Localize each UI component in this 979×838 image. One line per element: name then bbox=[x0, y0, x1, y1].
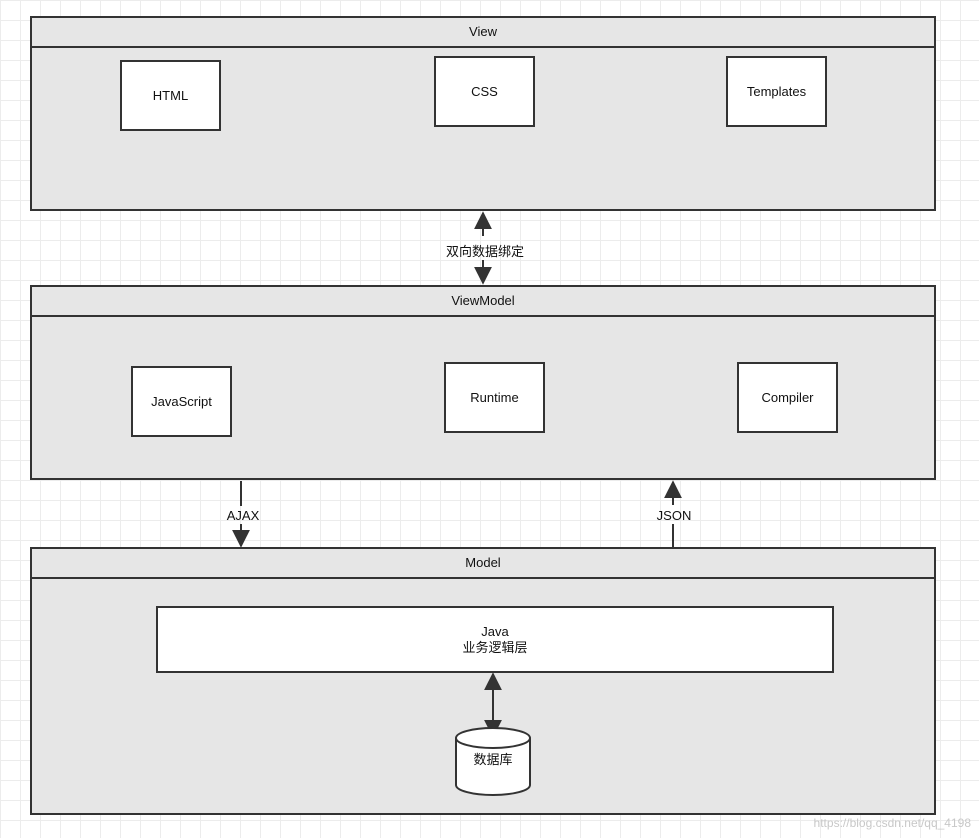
runtime-box: Runtime bbox=[444, 362, 545, 433]
model-layer: Model Java 业务逻辑层 bbox=[30, 547, 936, 815]
watermark: https://blog.csdn.net/qq_4198 bbox=[813, 816, 971, 830]
css-box: CSS bbox=[434, 56, 535, 127]
html-box: HTML bbox=[120, 60, 221, 131]
json-label: JSON bbox=[656, 508, 692, 523]
ajax-label: AJAX bbox=[226, 508, 260, 523]
javascript-box: JavaScript bbox=[131, 366, 232, 437]
viewmodel-layer: ViewModel JavaScript Runtime Compiler bbox=[30, 285, 936, 480]
view-layer: View HTML CSS Templates bbox=[30, 16, 936, 211]
binding-label: 双向数据绑定 bbox=[445, 244, 525, 259]
logic-line-2: 业务逻辑层 bbox=[462, 639, 528, 655]
database-label: 数据库 bbox=[473, 752, 513, 767]
model-layer-title: Model bbox=[32, 549, 934, 579]
compiler-box: Compiler bbox=[737, 362, 838, 433]
view-layer-title: View bbox=[32, 18, 934, 48]
java-business-logic-box: Java 业务逻辑层 bbox=[156, 606, 834, 673]
viewmodel-layer-title: ViewModel bbox=[32, 287, 934, 317]
logic-line-1: Java bbox=[481, 623, 509, 639]
templates-box: Templates bbox=[726, 56, 827, 127]
